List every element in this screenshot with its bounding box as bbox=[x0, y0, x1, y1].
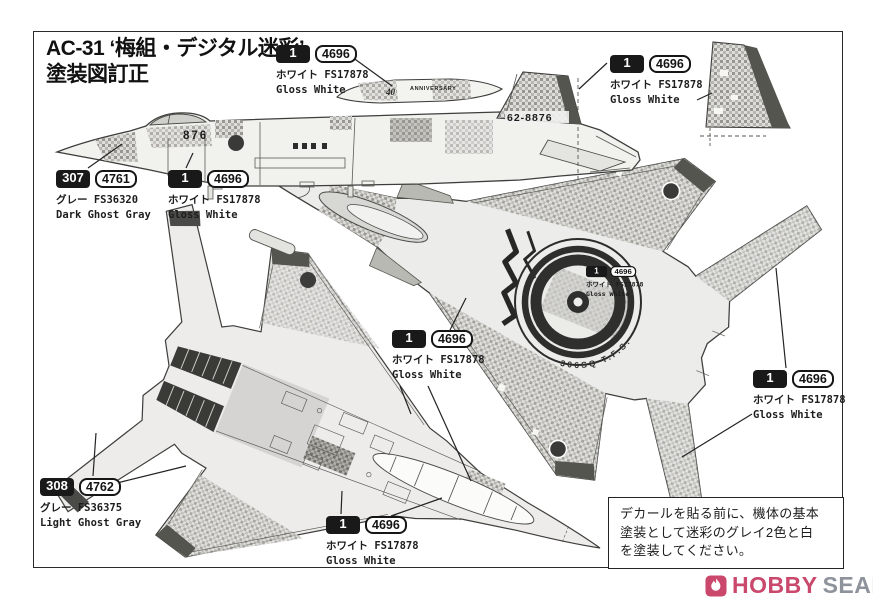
nose-number-text: 876 bbox=[183, 130, 208, 142]
serial-number-text: 62-8876 bbox=[507, 112, 553, 124]
paint-name-en: Light Ghost Gray bbox=[40, 517, 142, 529]
paint-name-jp: ホワイト FS17878 bbox=[168, 194, 261, 206]
brand-name-hobby: HOBBY bbox=[732, 572, 818, 598]
paint-number-chip: 1 bbox=[392, 330, 426, 348]
paint-code-chip: 4696 bbox=[649, 55, 691, 73]
paint-name-jp: ホワイト FS17878 bbox=[392, 354, 485, 366]
roundel-side-view bbox=[228, 135, 244, 151]
paint-chips: 1 4696 bbox=[586, 266, 643, 278]
page-title: AC-31 ‘梅組・デジタル迷彩’ 塗装図訂正 bbox=[46, 36, 305, 88]
drop-tank-detail: 40 ANNIVERSARY bbox=[336, 78, 504, 104]
paint-code-chip: 4696 bbox=[207, 170, 249, 188]
paint-code-chip: 4762 bbox=[79, 478, 121, 496]
hobby-search-watermark: HOBBY SEARCH bbox=[705, 572, 873, 599]
note-line3: を塗装してください。 bbox=[620, 543, 753, 558]
paint-callout-side-fuselage-white: 1 4696 ホワイト FS17878 Gloss White bbox=[168, 170, 261, 221]
paint-name-jp: ホワイト FS17878 bbox=[610, 79, 703, 91]
paint-code-chip: 4696 bbox=[365, 516, 407, 534]
paint-chips: 1 4696 bbox=[392, 330, 485, 348]
paint-name-jp: ホワイト FS17878 bbox=[586, 280, 644, 289]
brand-name-search: SEARCH bbox=[822, 572, 873, 598]
paint-name-en: Dark Ghost Gray bbox=[56, 209, 151, 221]
note-line1: デカールを貼る前に、機体の基本 bbox=[620, 506, 820, 521]
paint-name-en: Gloss White bbox=[610, 94, 680, 106]
paint-number-chip: 1 bbox=[753, 370, 787, 388]
side-view-aircraft: 876 62-8876 bbox=[54, 71, 641, 200]
paint-number-chip: 1 bbox=[276, 45, 310, 63]
paint-number-chip: 1 bbox=[610, 55, 644, 73]
paint-chips: 1 4696 bbox=[326, 516, 419, 534]
leader-lines bbox=[87, 56, 787, 517]
paint-callout-tank: 1 4696 ホワイト FS17878 Gloss White bbox=[276, 45, 369, 96]
paint-chips: 307 4761 bbox=[56, 170, 151, 188]
paint-callout-right-fin: 1 4696 ホワイト FS17878 Gloss White bbox=[610, 55, 703, 106]
paint-number-chip: 1 bbox=[586, 266, 608, 278]
paint-callout-dark-ghost-gray: 307 4761 グレー FS36320 Dark Ghost Gray bbox=[56, 170, 151, 221]
paint-name-jp: ホワイト FS17878 bbox=[326, 540, 419, 552]
paint-name-jp: ホワイト FS17878 bbox=[276, 69, 369, 81]
paint-chips: 1 4696 bbox=[610, 55, 703, 73]
tail-fin-detail bbox=[700, 41, 791, 146]
paint-chips: 1 4696 bbox=[753, 370, 846, 388]
paint-number-chip: 1 bbox=[326, 516, 360, 534]
roundel-top-view-right-wing bbox=[661, 181, 681, 201]
paint-callout-topview-white: 1 4696 ホワイト FS17878 Gloss White bbox=[392, 330, 485, 381]
paint-code-chip: 4761 bbox=[95, 170, 137, 188]
paint-name-en: Gloss White bbox=[753, 409, 823, 421]
camo-streak bbox=[501, 228, 519, 326]
wing-pylon-tank bbox=[248, 229, 296, 256]
painting-note-box: デカールを貼る前に、機体の基本 塗装として迷彩のグレイ2色と白 を塗装してくださ… bbox=[608, 497, 844, 569]
paint-code-chip: 4696 bbox=[315, 45, 357, 63]
paint-callout-light-ghost-gray: 308 4762 グレー FS36375 Light Ghost Gray bbox=[40, 478, 141, 529]
tank-anniversary-text: ANNIVERSARY bbox=[410, 86, 456, 92]
page-border-frame bbox=[33, 31, 843, 568]
paint-name-jp: ホワイト FS17878 bbox=[753, 394, 846, 406]
top-view-aircraft bbox=[186, 7, 829, 536]
paint-name-en: Gloss White bbox=[326, 555, 396, 567]
page-title-line1: AC-31 ‘梅組・デジタル迷彩’ bbox=[46, 37, 305, 60]
roundel-bottom-view bbox=[300, 272, 316, 288]
paint-callout-emblem-white: 1 4696 ホワイト FS17878 Gloss White bbox=[586, 266, 643, 298]
paint-number-chip: 1 bbox=[168, 170, 202, 188]
paint-name-jp: グレー FS36320 bbox=[56, 194, 139, 206]
paint-number-chip: 307 bbox=[56, 170, 90, 188]
note-line2: 塗装として迷彩のグレイ2色と白 bbox=[620, 524, 814, 540]
paint-callout-bottomview-white: 1 4696 ホワイト FS17878 Gloss White bbox=[326, 516, 419, 567]
paint-name-en: Gloss White bbox=[392, 369, 462, 381]
flame-icon bbox=[705, 574, 727, 597]
paint-name-en: Gloss White bbox=[586, 290, 630, 298]
paint-code-chip: 4696 bbox=[792, 370, 834, 388]
canopy-side bbox=[148, 113, 208, 126]
paint-code-chip: 4696 bbox=[431, 330, 473, 348]
paint-name-en: Gloss White bbox=[168, 209, 238, 221]
paint-chips: 1 4696 bbox=[276, 45, 369, 63]
bottom-view-aircraft bbox=[47, 196, 663, 603]
paint-code-chip: 4696 bbox=[610, 266, 637, 278]
paint-name-en: Gloss White bbox=[276, 84, 346, 96]
paint-chips: 1 4696 bbox=[168, 170, 261, 188]
paint-chips: 308 4762 bbox=[40, 478, 141, 496]
paint-number-chip: 308 bbox=[40, 478, 74, 496]
roundel-top-view-left-wing bbox=[548, 439, 568, 459]
paint-name-jp: グレー FS36375 bbox=[40, 502, 123, 514]
tank-anniversary-number: 40 bbox=[385, 87, 396, 97]
page-title-line2: 塗装図訂正 bbox=[46, 63, 149, 86]
paint-callout-stabilator-white: 1 4696 ホワイト FS17878 Gloss White bbox=[753, 370, 846, 421]
